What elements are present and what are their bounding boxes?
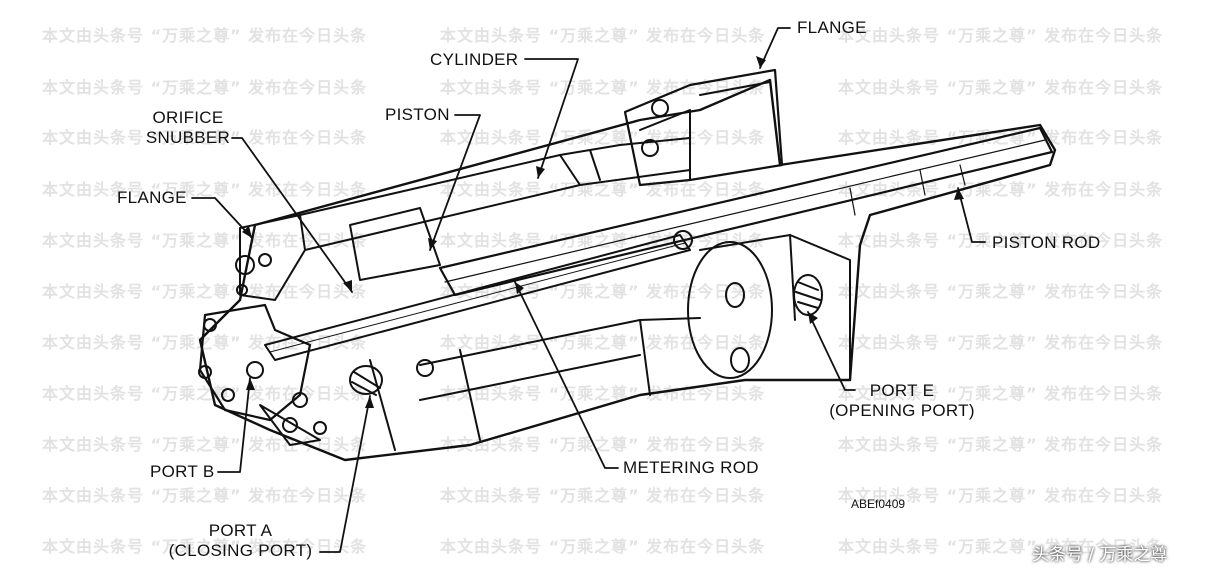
label-port-b: PORT B bbox=[150, 462, 215, 481]
label-flange-top: FLANGE bbox=[797, 18, 867, 37]
watermark: 本文由头条号 “万乘之尊” 发布在今日头条 bbox=[42, 486, 368, 505]
watermark: 本文由头条号 “万乘之尊” 发布在今日头条 bbox=[838, 26, 1164, 45]
arrowheads bbox=[242, 56, 964, 408]
right-flange bbox=[687, 234, 851, 381]
label-closing-port-line: (CLOSING PORT) bbox=[168, 541, 313, 560]
metering-rod-shape bbox=[264, 230, 693, 361]
label-port-a: PORT A (CLOSING PORT) bbox=[158, 521, 323, 561]
watermark: 本文由头条号 “万乘之尊” 发布在今日头条 bbox=[42, 128, 368, 147]
label-flange-left: FLANGE bbox=[117, 188, 187, 207]
watermark: 本文由头条号 “万乘之尊” 发布在今日头条 bbox=[42, 231, 368, 250]
watermark: 本文由头条号 “万乘之尊” 发布在今日头条 bbox=[440, 128, 766, 147]
arrow-port-e bbox=[808, 312, 818, 324]
watermark: 本文由头条号 “万乘之尊” 发布在今日头条 bbox=[42, 180, 368, 199]
watermark: 本文由头条号 “万乘之尊” 发布在今日头条 bbox=[440, 435, 766, 454]
leader-port-e bbox=[807, 311, 856, 391]
leader-port-a bbox=[319, 395, 371, 553]
end-cap bbox=[198, 303, 327, 446]
watermark: 本文由头条号 “万乘之尊” 发布在今日头条 bbox=[440, 26, 766, 45]
arrow-flange-left bbox=[242, 226, 252, 238]
arrow-piston bbox=[428, 238, 437, 250]
leader-lines bbox=[191, 27, 986, 553]
port-e-fitting bbox=[793, 274, 823, 316]
label-port-a-line: PORT A bbox=[208, 521, 273, 540]
arrow-orifice-snubber bbox=[343, 280, 352, 292]
label-port-e: PORT E (OPENING PORT) bbox=[812, 381, 992, 421]
label-opening-port-line: (OPENING PORT) bbox=[829, 401, 975, 420]
arrow-metering-rod bbox=[515, 282, 524, 294]
figure-code: ABEf0409 bbox=[851, 497, 906, 511]
watermark: 本文由头条号 “万乘之尊” 发布在今日头条 bbox=[42, 26, 368, 45]
leader-flange-top bbox=[759, 27, 791, 69]
watermark: 本文由头条号 “万乘之尊” 发布在今日头条 bbox=[838, 486, 1164, 505]
arrow-port-a bbox=[365, 396, 374, 408]
watermark: 本文由头条号 “万乘之尊” 发布在今日头条 bbox=[440, 180, 766, 199]
arrow-port-b bbox=[246, 378, 255, 390]
leader-orifice-snubber bbox=[231, 137, 353, 293]
left-flange bbox=[235, 214, 306, 301]
watermark: 本文由头条号 “万乘之尊” 发布在今日头条 bbox=[838, 333, 1164, 352]
watermark: 本文由头条号 “万乘之尊” 发布在今日头条 bbox=[838, 231, 1164, 250]
watermark: 本文由头条号 “万乘之尊” 发布在今日头条 bbox=[42, 78, 368, 97]
watermark: 本文由头条号 “万乘之尊” 发布在今日头条 bbox=[440, 333, 766, 352]
watermark: 本文由头条号 “万乘之尊” 发布在今日头条 bbox=[440, 78, 766, 97]
watermark: 本文由头条号 “万乘之尊” 发布在今日头条 bbox=[42, 282, 368, 301]
leader-cylinder bbox=[524, 58, 579, 179]
watermark: 本文由头条号 “万乘之尊” 发布在今日头条 bbox=[440, 537, 766, 556]
label-piston-rod: PISTON ROD bbox=[992, 233, 1101, 252]
label-orifice-line: ORIFICE bbox=[152, 108, 224, 127]
watermark: 本文由头条号 “万乘之尊” 发布在今日头条 bbox=[42, 333, 368, 352]
watermark: 本文由头条号 “万乘之尊” 发布在今日头条 bbox=[440, 231, 766, 250]
label-piston: PISTON bbox=[385, 105, 450, 124]
leader-piston bbox=[429, 114, 481, 251]
leader-piston-rod bbox=[957, 187, 986, 243]
watermark: 本文由头条号 “万乘之尊” 发布在今日头条 bbox=[838, 537, 1164, 556]
arrow-cylinder bbox=[536, 166, 545, 178]
label-port-e-line: PORT E bbox=[869, 381, 935, 400]
watermark: 本文由头条号 “万乘之尊” 发布在今日头条 bbox=[838, 384, 1164, 403]
cylinder-shell bbox=[299, 137, 691, 281]
label-snubber-line: SNUBBER bbox=[145, 128, 231, 147]
watermark: 本文由头条号 “万乘之尊” 发布在今日头条 bbox=[42, 384, 368, 403]
label-metering-rod: METERING ROD bbox=[623, 458, 759, 477]
label-cylinder: CYLINDER bbox=[430, 50, 519, 69]
watermark: 本文由头条号 “万乘之尊” 发布在今日头条 bbox=[838, 282, 1164, 301]
lower-body bbox=[369, 317, 701, 451]
port-a-fitting bbox=[349, 359, 434, 396]
leader-metering-rod bbox=[514, 281, 619, 469]
leader-port-b bbox=[217, 377, 251, 473]
arrow-piston-rod bbox=[954, 188, 964, 200]
watermark: 本文由头条号 “万乘之尊” 发布在今日头条 bbox=[440, 486, 766, 505]
watermark: 本文由头条号 “万乘之尊” 发布在今日头条 bbox=[838, 78, 1164, 97]
arrow-flange-top bbox=[756, 56, 766, 68]
watermark: 本文由头条号 “万乘之尊” 发布在今日头条 bbox=[42, 537, 368, 556]
label-orifice-snubber: ORIFICE SNUBBER bbox=[138, 108, 238, 148]
piston-rod-shape bbox=[438, 126, 1054, 297]
watermark: 本文由头条号 “万乘之尊” 发布在今日头条 bbox=[838, 435, 1164, 454]
source-footer: 头条号 / 万乘之尊 bbox=[1032, 545, 1168, 565]
top-flange bbox=[623, 68, 784, 187]
leader-flange-left bbox=[191, 197, 253, 239]
